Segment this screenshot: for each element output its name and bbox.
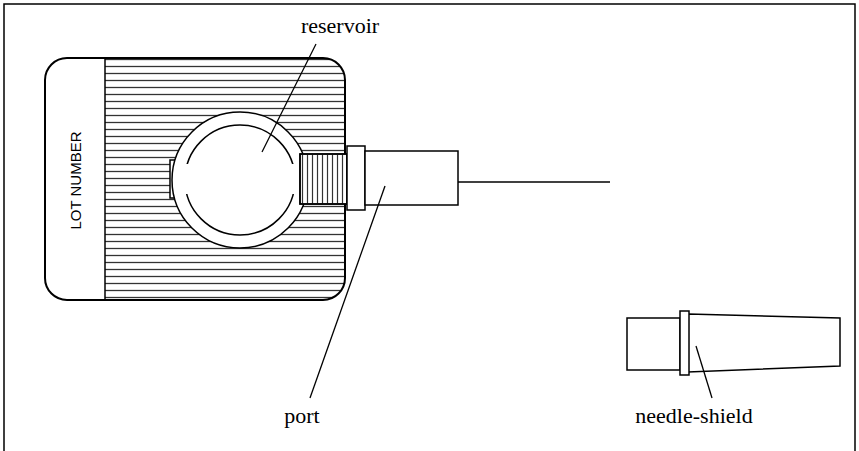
needle xyxy=(458,181,610,183)
leader-lines xyxy=(262,44,712,398)
port-hub xyxy=(347,146,458,210)
needle-shield-part xyxy=(627,311,840,375)
part-label: reservoir xyxy=(301,15,379,37)
body-marking: LOT NUMBER xyxy=(67,131,82,229)
reservoir-ring xyxy=(170,112,308,248)
ribbed-connector xyxy=(300,154,347,204)
part-label: needle-shield xyxy=(635,405,752,427)
part-label: port xyxy=(284,405,319,427)
frame xyxy=(4,4,855,451)
